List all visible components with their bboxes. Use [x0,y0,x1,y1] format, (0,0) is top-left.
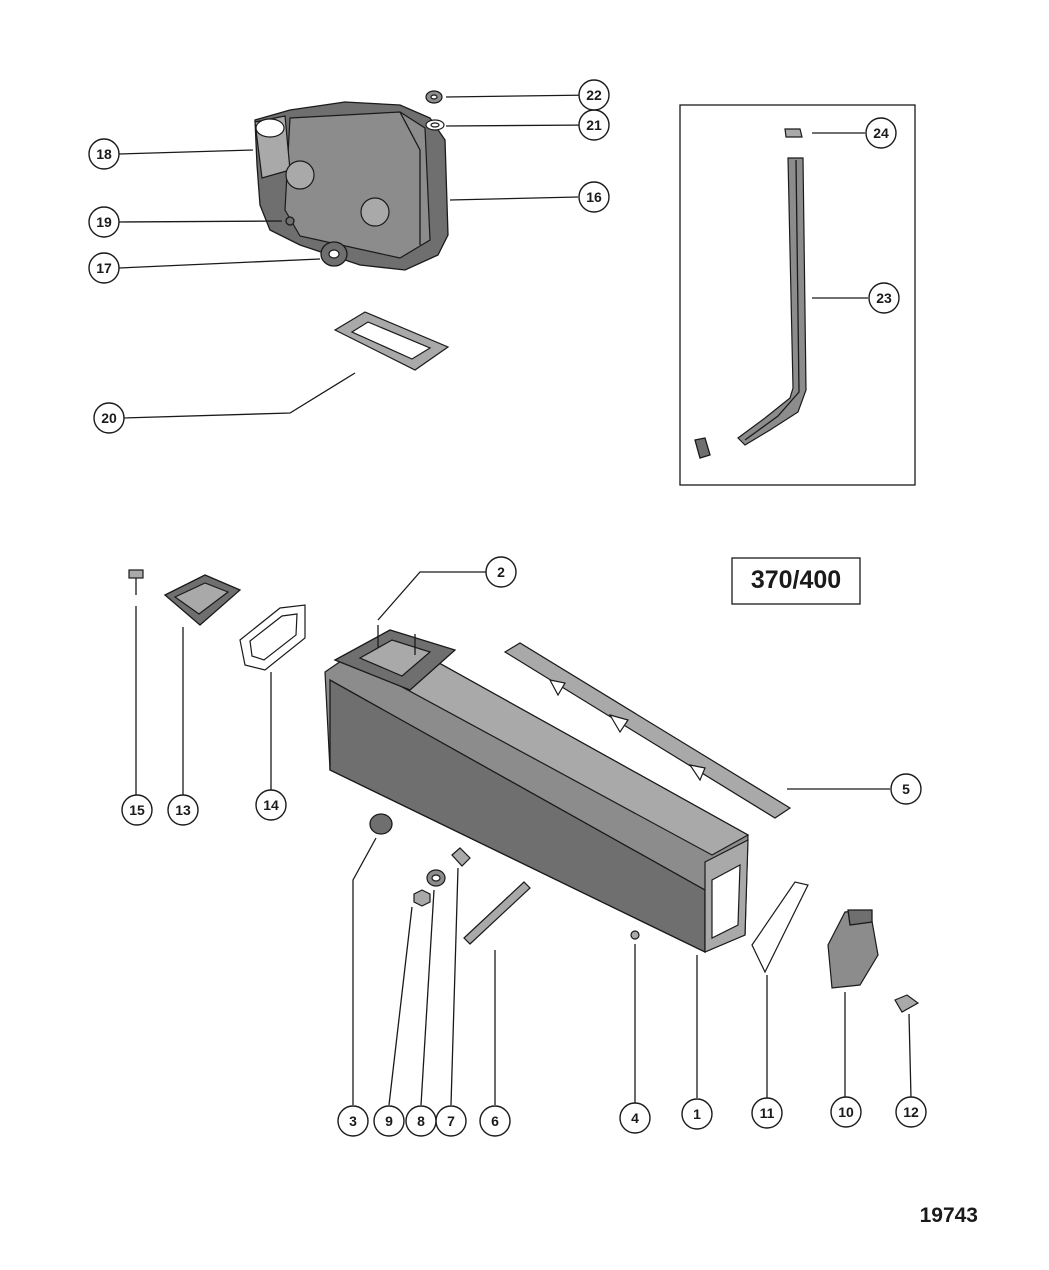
tube-fitting-bottom [694,437,711,459]
hose-clamp-fitting [320,241,348,267]
model-label: 370/400 [751,566,841,594]
stud [451,847,471,867]
tube-fitting-top [784,128,803,138]
svg-text:18: 18 [96,146,112,162]
svg-text:22: 22 [586,87,602,103]
cover-plate [163,574,242,626]
cover-gasket [239,604,306,671]
svg-text:4: 4 [631,1110,639,1126]
nut-top [425,90,443,104]
svg-text:12: 12 [903,1104,919,1120]
svg-text:9: 9 [385,1113,393,1129]
callout-15: 15 [121,794,153,826]
callout-16: 16 [578,181,610,213]
screw [894,994,920,1013]
washer-top [425,119,445,131]
callout-7: 7 [435,1105,467,1137]
drain-plug [369,813,393,835]
svg-text:8: 8 [417,1113,425,1129]
callout-12: 12 [895,1096,927,1128]
svg-text:14: 14 [263,797,279,813]
svg-text:19: 19 [96,214,112,230]
callout-17: 17 [88,252,120,284]
hex-nut [413,889,431,907]
svg-text:20: 20 [101,410,117,426]
callout-2: 2 [485,556,517,588]
callout-19: 19 [88,206,120,238]
callout-22: 22 [578,79,610,111]
small-nut [630,930,640,940]
drain-tube [737,157,807,446]
callout-20: 20 [93,402,125,434]
figure-number: 19743 [920,1204,978,1227]
washer [426,869,446,887]
callout-23: 23 [868,282,900,314]
manifold-top-flange [333,625,457,691]
callout-6: 6 [479,1105,511,1137]
svg-text:7: 7 [447,1113,455,1129]
callout-21: 21 [578,109,610,141]
svg-text:10: 10 [838,1104,854,1120]
svg-text:13: 13 [175,802,191,818]
exhaust-elbow [254,101,449,271]
svg-text:17: 17 [96,260,112,276]
svg-text:1: 1 [693,1106,701,1122]
callout-8: 8 [405,1105,437,1137]
callout-18: 18 [88,138,120,170]
callout-14: 14 [255,789,287,821]
callout-5: 5 [890,773,922,805]
svg-text:5: 5 [902,781,910,797]
callout-9: 9 [373,1105,405,1137]
model-label-box [731,557,861,605]
svg-text:21: 21 [586,117,602,133]
svg-text:16: 16 [586,189,602,205]
svg-text:24: 24 [873,125,889,141]
svg-text:11: 11 [760,1105,775,1121]
svg-text:6: 6 [491,1113,499,1129]
bolt-small [128,569,144,595]
svg-text:3: 3 [349,1113,357,1129]
svg-text:2: 2 [497,564,505,580]
callout-4: 4 [619,1102,651,1134]
long-bolt [463,881,531,945]
callout-24: 24 [865,117,897,149]
callout-13: 13 [167,794,199,826]
detail-box [679,104,916,486]
manifold-gasket [503,642,792,819]
callout-10: 10 [830,1096,862,1128]
svg-text:15: 15 [129,802,145,818]
exhaust-manifold [324,647,750,954]
callout-1: 1 [681,1098,713,1130]
end-gasket [751,881,809,974]
small-plug [285,216,295,226]
elbow-gasket [333,311,450,371]
end-cap [827,909,879,989]
callout-3: 3 [337,1105,369,1137]
svg-text:23: 23 [876,290,892,306]
callout-11: 11 [751,1097,783,1129]
leader-lines [118,94,912,1106]
